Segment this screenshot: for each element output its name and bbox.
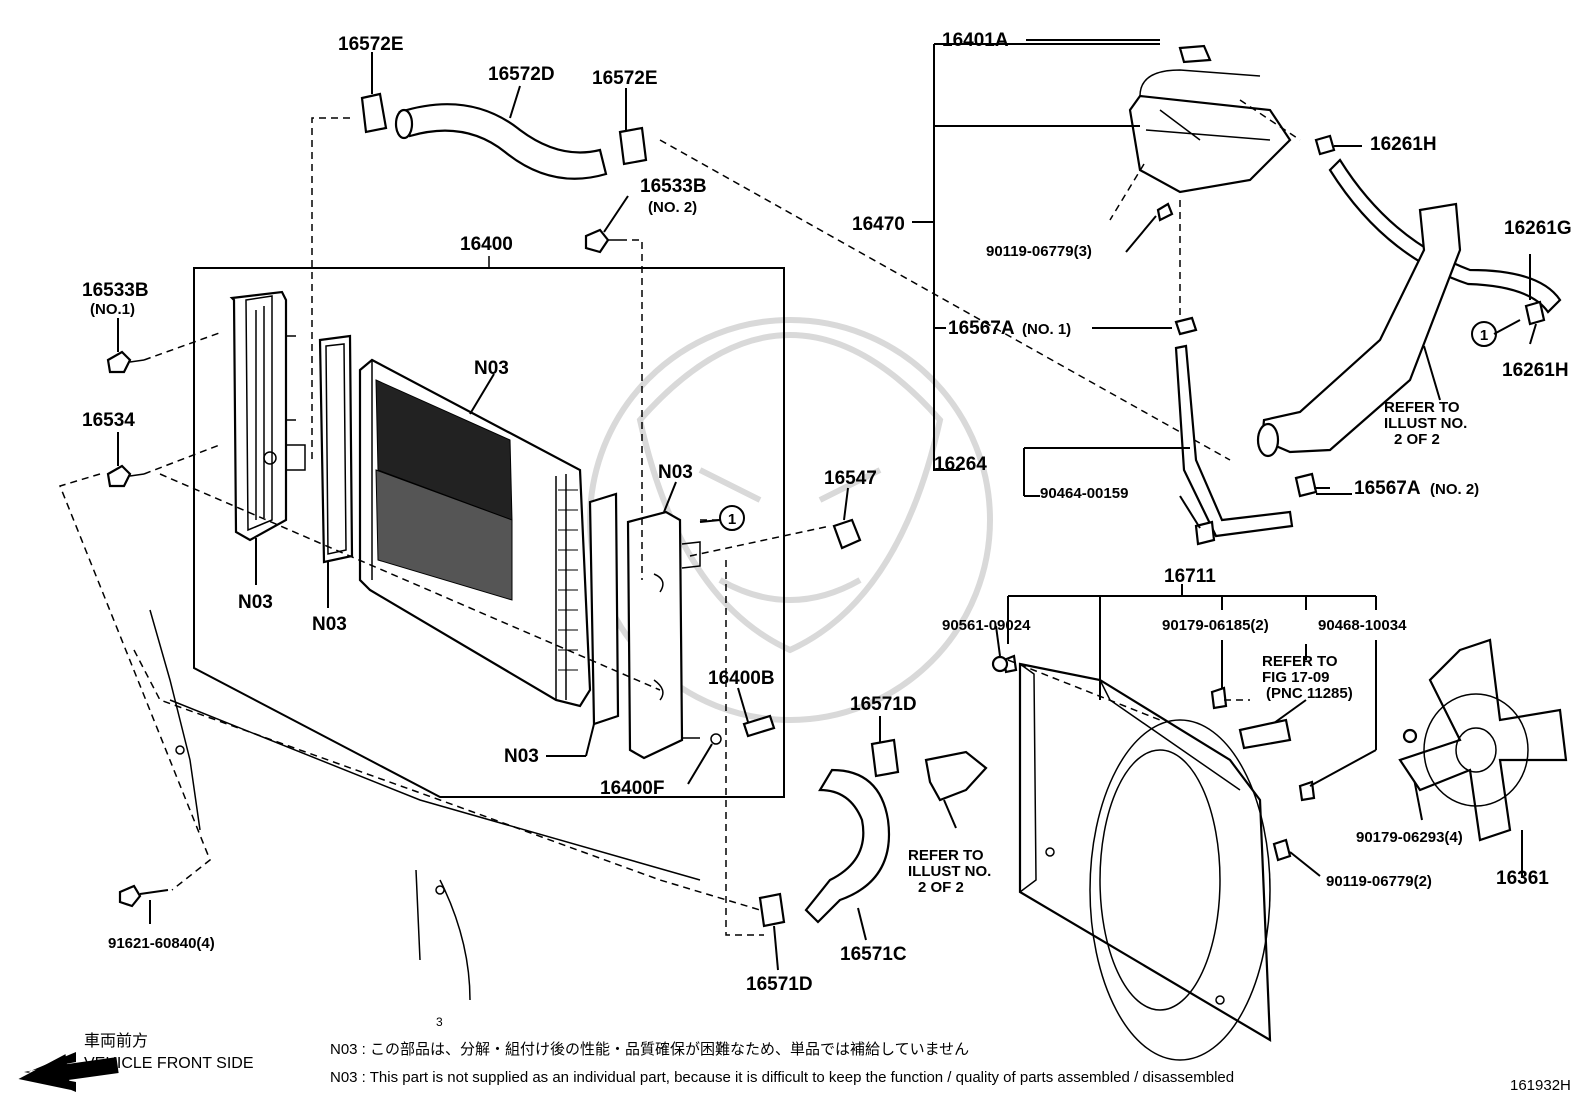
svg-text:2 OF 2: 2 OF 2 <box>918 879 964 896</box>
label-16547: 16547 <box>824 468 877 489</box>
clamp-16572e-right <box>618 126 648 166</box>
left-tank <box>229 290 306 542</box>
clamp-16571d-bottom <box>758 892 786 928</box>
label-16567a-2-sub: (NO. 2) <box>1430 481 1479 498</box>
label-90468: 90468-10034 <box>1318 617 1407 634</box>
label-90119-2: 90119-06779(2) <box>1326 873 1432 890</box>
circle-ref-1-left: 1 <box>719 505 745 531</box>
label-16711: 16711 <box>1164 566 1216 587</box>
label-16401a: 16401A <box>942 30 1009 51</box>
small-mark: 3 <box>436 1015 443 1029</box>
lower-hose <box>758 738 988 928</box>
svg-text:ILLUST NO.: ILLUST NO. <box>1384 415 1467 432</box>
group-outline <box>193 267 785 798</box>
svg-text:REFER TO: REFER TO <box>1384 399 1460 416</box>
label-16264: 16264 <box>934 454 987 475</box>
label-16534: 16534 <box>82 410 135 431</box>
label-90179-4: 90179-06293(4) <box>1356 829 1463 846</box>
radiator-assembly-group <box>193 256 785 798</box>
label-16571d-1: 16571D <box>850 694 917 715</box>
left-seal <box>318 334 354 564</box>
label-16572e-2: 16572E <box>592 68 658 89</box>
clamp-16572e-left <box>360 92 388 134</box>
label-90561: 90561-09024 <box>942 617 1031 634</box>
label-16572e-1: 16572E <box>338 34 404 55</box>
svg-text:REFER TO: REFER TO <box>1262 653 1338 670</box>
dashed-guides <box>58 117 1231 936</box>
label-16261h-2: 16261H <box>1502 360 1569 381</box>
leader-lines <box>117 39 1330 971</box>
label-16470: 16470 <box>852 214 905 235</box>
right-tank <box>626 510 701 760</box>
fan-nut <box>1402 728 1418 744</box>
refer-illust-right: REFER TO ILLUST NO. 2 OF 2 <box>1384 399 1467 448</box>
left-bolts <box>106 228 620 908</box>
reservoir-group <box>1109 44 1562 546</box>
label-16572d: 16572D <box>488 64 555 85</box>
refer-fig: REFER TO FIG 17-09 (PNC 11285) <box>1262 653 1353 702</box>
label-n03-right: N03 <box>658 462 693 483</box>
vehicle-front-jp: 車両前方 <box>84 1032 148 1050</box>
label-16400b: 16400B <box>708 668 775 689</box>
part-labels: 16572E 16572D 16572E 16533B (NO. 2) 1640… <box>82 30 1572 995</box>
label-16400: 16400 <box>460 234 513 255</box>
water-outlet <box>924 750 988 802</box>
refer-illust-center: REFER TO ILLUST NO. 2 OF 2 <box>908 847 991 896</box>
label-n03-left-tank: N03 <box>238 592 273 613</box>
label-90464: 90464-00159 <box>1040 485 1128 502</box>
label-16400f: 16400F <box>600 778 664 799</box>
label-90179-2: 90179-06185(2) <box>1162 617 1269 634</box>
label-16571d-2: 16571D <box>746 974 813 995</box>
svg-text:FIG 17-09: FIG 17-09 <box>1262 669 1330 686</box>
svg-text:ILLUST NO.: ILLUST NO. <box>908 863 991 880</box>
right-seal <box>588 492 620 726</box>
label-16567a-1-sub: (NO. 1) <box>1022 321 1071 338</box>
clamp-16571d-top <box>870 738 900 778</box>
label-16533b-1: 16533B <box>82 280 149 301</box>
label-16571c: 16571C <box>840 944 907 965</box>
label-16533b-2: 16533B <box>640 176 707 197</box>
label-n03-bottom: N03 <box>504 746 539 767</box>
svg-text:1: 1 <box>728 511 736 528</box>
svg-text:1: 1 <box>1480 327 1488 344</box>
radiator-cap-16547 <box>832 518 862 550</box>
fan <box>1398 638 1568 842</box>
drain-cock <box>710 714 776 745</box>
circle-ref-1-right: 1 <box>1471 321 1497 347</box>
note-en: N03 : This part is not supplied as an in… <box>330 1069 1234 1086</box>
label-16533b-2-sub: (NO. 2) <box>648 199 697 216</box>
svg-text:(PNC 11285): (PNC 11285) <box>1266 685 1353 702</box>
label-n03-core: N03 <box>474 358 509 379</box>
refer-fig-tag <box>1238 718 1292 750</box>
fan-shroud-group <box>1002 584 1523 1061</box>
label-16361: 16361 <box>1496 868 1549 889</box>
svg-text:2 OF 2: 2 OF 2 <box>1394 431 1440 448</box>
diagram-id: 161932H <box>1510 1077 1571 1094</box>
nut-90561 <box>991 655 1009 673</box>
footer: 車両前方 VEHICLE FRONT SIDE 3 N03 : この部品は、分解… <box>84 1015 1571 1094</box>
label-16261g: 16261G <box>1504 218 1572 239</box>
note-jp: N03 : この部品は、分解・組付け後の性能・品質確保が困難なため、単品では補給… <box>330 1040 969 1058</box>
label-n03-seal: N03 <box>312 614 347 635</box>
upper-hose <box>360 92 648 180</box>
reservoir-brackets <box>912 43 1537 529</box>
reservoir-cap <box>1178 44 1212 64</box>
label-16533b-1-sub: (NO.1) <box>90 301 135 318</box>
svg-text:REFER TO: REFER TO <box>908 847 984 864</box>
label-91621: 91621-60840(4) <box>108 935 215 952</box>
label-16261h-1: 16261H <box>1370 134 1437 155</box>
label-90119-3: 90119-06779(3) <box>986 243 1092 260</box>
label-16567a-1: 16567A <box>948 318 1015 339</box>
vehicle-front-en: VEHICLE FRONT SIDE <box>84 1055 254 1072</box>
radiator-core <box>358 358 592 708</box>
body-panel <box>133 609 761 1001</box>
label-16567a-2: 16567A <box>1354 478 1421 499</box>
